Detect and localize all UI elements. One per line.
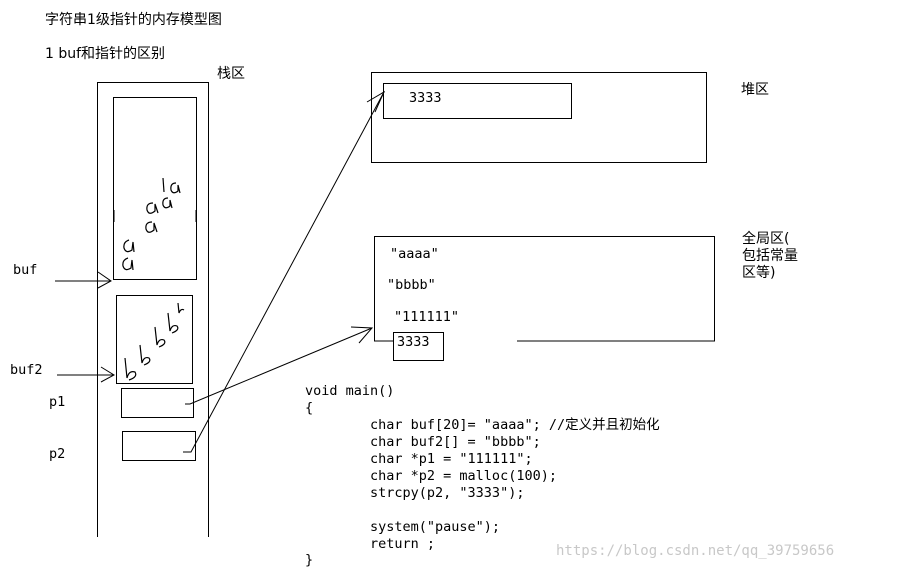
- global-aaaa: "aaaa": [390, 246, 439, 262]
- buf-cell: [113, 97, 197, 280]
- global-region-label-3: 区等): [742, 265, 776, 281]
- p1-pointer-line: [185, 327, 373, 405]
- buf2-cell: [116, 295, 193, 384]
- heap-region-label: 堆区: [741, 82, 769, 98]
- code-line: char *p1 = "111111";: [305, 451, 533, 467]
- buf2-arrowhead: [100, 366, 116, 383]
- heap-memory-cell: [383, 83, 572, 119]
- code-line: }: [305, 552, 314, 568]
- p1-label: p1: [49, 394, 66, 410]
- stack-region: [97, 82, 209, 537]
- p2-label: p2: [49, 446, 66, 462]
- p2-pointer-arrowhead: [366, 90, 386, 113]
- buf2-handwriting: [124, 302, 185, 381]
- buf-label: buf: [13, 262, 38, 278]
- page-title: 字符串1级指针的内存模型图: [45, 12, 222, 28]
- section-subtitle: 1 buf和指针的区别: [45, 46, 166, 62]
- code-line: char buf[20]= "aaaa"; //定义并且初始化: [305, 417, 660, 433]
- code-line: void main(): [305, 383, 395, 399]
- code-line: strcpy(p2, "3333");: [305, 485, 525, 501]
- buf-handwriting: [122, 177, 181, 271]
- buf2-label: buf2: [10, 362, 43, 378]
- heap-value: 3333: [409, 90, 442, 106]
- global-bbbb: "bbbb": [387, 277, 436, 293]
- watermark: https://blog.csdn.net/qq_39759656: [556, 543, 835, 559]
- global-region: [374, 236, 715, 341]
- code-line: system("pause");: [305, 519, 501, 535]
- stack-region-label: 栈区: [217, 66, 245, 82]
- buf-arrowhead: [97, 271, 112, 289]
- global-region-label-2: 包括常量: [742, 248, 798, 264]
- heap-region: [371, 72, 707, 163]
- global-3333: 3333: [397, 334, 430, 350]
- code-line: {: [305, 400, 314, 416]
- p1-pointer-arrowhead: [350, 326, 374, 344]
- code-line: char *p2 = malloc(100);: [305, 468, 557, 484]
- code-line: return ;: [305, 536, 436, 552]
- global-region-label-1: 全局区(: [742, 231, 790, 247]
- p2-pointer-line: [183, 91, 385, 453]
- code-line: char buf2[] = "bbbb";: [305, 434, 541, 450]
- p2-cell: [122, 431, 196, 461]
- global-111111: "111111": [394, 309, 460, 325]
- global-3333-cell: [393, 332, 444, 361]
